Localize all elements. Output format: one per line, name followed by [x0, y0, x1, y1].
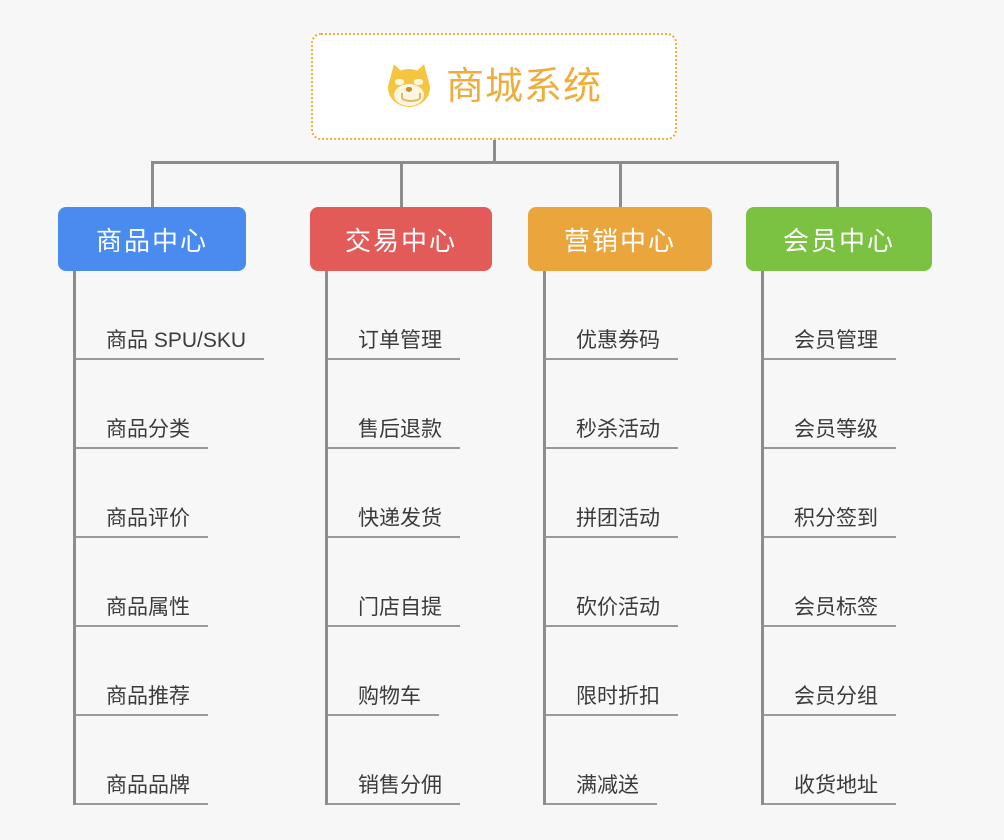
leaf-item-label[interactable]: 售后退款 — [328, 418, 460, 449]
leaf-item: 售后退款 — [328, 360, 510, 449]
leaf-item-label[interactable]: 拼团活动 — [546, 507, 678, 538]
connector-root-stem — [493, 140, 496, 163]
leaf-item: 商品推荐 — [76, 627, 288, 716]
branch-header-3[interactable]: 营销中心 — [528, 207, 712, 271]
leaf-item: 商品 SPU/SKU — [76, 271, 288, 360]
branch-header-1-label: 商品中心 — [95, 225, 208, 256]
leaf-item: 会员分组 — [764, 627, 946, 716]
branch-header-2-label: 交易中心 — [344, 225, 457, 256]
leaf-item: 满减送 — [546, 716, 728, 805]
leaf-item: 砍价活动 — [546, 538, 728, 627]
leaf-item: 收货地址 — [764, 716, 946, 805]
leaf-item-label[interactable]: 限时折扣 — [546, 685, 678, 716]
connector-drop-4 — [836, 161, 839, 209]
dog-eye-left-icon — [394, 78, 404, 85]
leaf-item-label[interactable]: 会员管理 — [764, 329, 896, 360]
leaf-item: 销售分佣 — [328, 716, 510, 805]
branch-4-leaf-list: 会员管理 会员等级 积分签到 会员标签 会员分组 收货地址 — [761, 271, 946, 805]
leaf-item-label[interactable]: 销售分佣 — [328, 774, 460, 805]
leaf-item: 门店自提 — [328, 538, 510, 627]
branch-column-1: 商品中心 商品 SPU/SKU 商品分类 商品评价 商品属性 商品推荐 商品品牌 — [58, 207, 288, 805]
branch-column-2: 交易中心 订单管理 售后退款 快递发货 门店自提 购物车 销售分佣 — [310, 207, 510, 805]
connector-horizontal-bus — [151, 161, 839, 164]
leaf-item-label[interactable]: 积分签到 — [764, 507, 896, 538]
leaf-item-label[interactable]: 会员等级 — [764, 418, 896, 449]
branch-header-2[interactable]: 交易中心 — [310, 207, 492, 271]
leaf-item-label[interactable]: 快递发货 — [328, 507, 460, 538]
branch-3-leaf-list: 优惠券码 秒杀活动 拼团活动 砍价活动 限时折扣 满减送 — [543, 271, 728, 805]
connector-drop-1 — [151, 161, 154, 209]
leaf-item-label[interactable]: 满减送 — [546, 774, 657, 805]
leaf-item-label[interactable]: 商品评价 — [76, 507, 208, 538]
branch-header-4[interactable]: 会员中心 — [746, 207, 932, 271]
dog-nose-icon — [405, 86, 412, 92]
leaf-item: 会员等级 — [764, 360, 946, 449]
branch-header-3-label: 营销中心 — [563, 225, 676, 256]
leaf-item: 秒杀活动 — [546, 360, 728, 449]
dog-face-icon — [385, 61, 433, 110]
root-node-label: 商城系统 — [445, 65, 602, 108]
leaf-item-label[interactable]: 商品推荐 — [76, 685, 208, 716]
leaf-item: 限时折扣 — [546, 627, 728, 716]
leaf-item-label[interactable]: 订单管理 — [328, 329, 460, 360]
leaf-item-label[interactable]: 商品品牌 — [76, 774, 208, 805]
leaf-item: 订单管理 — [328, 271, 510, 360]
leaf-item-label[interactable]: 商品 SPU/SKU — [76, 329, 265, 360]
leaf-item-label[interactable]: 门店自提 — [328, 596, 460, 627]
leaf-item-label[interactable]: 商品分类 — [76, 418, 208, 449]
connector-drop-2 — [400, 161, 403, 209]
leaf-item-label[interactable]: 会员标签 — [764, 596, 896, 627]
branch-column-3: 营销中心 优惠券码 秒杀活动 拼团活动 砍价活动 限时折扣 满减送 — [528, 207, 728, 805]
branch-header-4-label: 会员中心 — [782, 225, 895, 256]
leaf-item: 商品品牌 — [76, 716, 288, 805]
leaf-item-label[interactable]: 优惠券码 — [546, 329, 678, 360]
branch-2-leaf-list: 订单管理 售后退款 快递发货 门店自提 购物车 销售分佣 — [325, 271, 510, 805]
branch-1-leaf-list: 商品 SPU/SKU 商品分类 商品评价 商品属性 商品推荐 商品品牌 — [73, 271, 288, 805]
branch-header-1[interactable]: 商品中心 — [58, 207, 246, 271]
leaf-item-label[interactable]: 购物车 — [328, 685, 439, 716]
leaf-item: 会员标签 — [764, 538, 946, 627]
branch-column-4: 会员中心 会员管理 会员等级 积分签到 会员标签 会员分组 收货地址 — [746, 207, 946, 805]
leaf-item-label[interactable]: 砍价活动 — [546, 596, 678, 627]
leaf-item: 快递发货 — [328, 449, 510, 538]
leaf-item: 优惠券码 — [546, 271, 728, 360]
root-node[interactable]: 商城系统 — [311, 33, 677, 140]
leaf-item: 商品属性 — [76, 538, 288, 627]
leaf-item-label[interactable]: 收货地址 — [764, 774, 896, 805]
leaf-item-label[interactable]: 会员分组 — [764, 685, 896, 716]
dog-eye-right-icon — [413, 78, 423, 85]
dog-mouth-icon — [400, 92, 421, 102]
leaf-item: 商品分类 — [76, 360, 288, 449]
leaf-item: 会员管理 — [764, 271, 946, 360]
leaf-item: 商品评价 — [76, 449, 288, 538]
leaf-item: 购物车 — [328, 627, 510, 716]
leaf-item: 拼团活动 — [546, 449, 728, 538]
leaf-item: 积分签到 — [764, 449, 946, 538]
leaf-item-label[interactable]: 秒杀活动 — [546, 418, 678, 449]
connector-drop-3 — [619, 161, 622, 209]
leaf-item-label[interactable]: 商品属性 — [76, 596, 208, 627]
